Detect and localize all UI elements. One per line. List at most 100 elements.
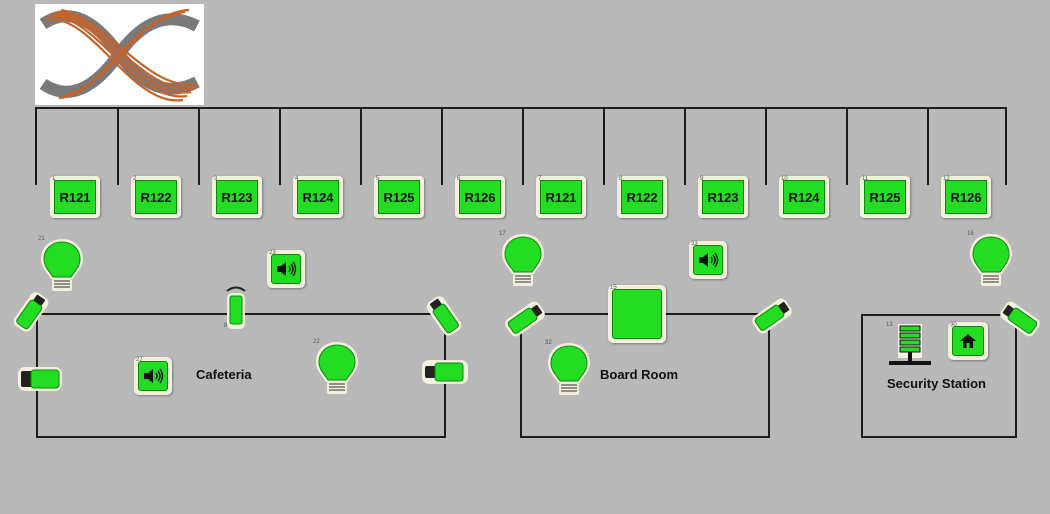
- light-bulb-icon: [502, 234, 544, 286]
- speaker-icon: [693, 245, 723, 275]
- device-index: 22: [313, 339, 320, 345]
- room-cell: [522, 107, 605, 185]
- room-index: 9: [700, 176, 704, 182]
- device-index: 15: [610, 285, 617, 291]
- home-button[interactable]: 30: [948, 322, 988, 360]
- ptz-camera-icon: [226, 286, 246, 329]
- board-room-wall-right: [768, 313, 770, 438]
- room-label: R125: [864, 180, 906, 214]
- room-index: 12: [943, 176, 950, 182]
- room-label: R122: [621, 180, 663, 214]
- camera-security[interactable]: [997, 296, 1043, 347]
- room-cell: [684, 107, 767, 185]
- camera-left-bottom[interactable]: [17, 365, 63, 398]
- device-index: 16: [967, 231, 974, 237]
- room-cell: [765, 107, 848, 185]
- server-icon: [889, 324, 931, 365]
- device-index: 33: [691, 241, 698, 247]
- camera-icon: [752, 298, 792, 334]
- device-index: 13: [886, 322, 893, 328]
- camera-ptz-8[interactable]: 8: [222, 285, 250, 336]
- camera-left-top[interactable]: [8, 289, 54, 340]
- device-index: 23: [269, 250, 276, 256]
- board-room-wall-left: [520, 313, 522, 438]
- security-wall-top: [861, 314, 1017, 316]
- room-index: 6: [457, 176, 461, 182]
- room-label: R121: [54, 180, 96, 214]
- light-bulb-icon: [970, 234, 1012, 286]
- camera-cafeteria-right-bottom[interactable]: [421, 358, 469, 391]
- device-index: 30: [950, 322, 957, 328]
- camera-icon: [422, 360, 468, 384]
- light-bulb-icon: [41, 239, 83, 291]
- home-icon: [952, 326, 984, 356]
- room-index: 7: [538, 176, 542, 182]
- room-label: R126: [459, 180, 501, 214]
- light-bulb-32[interactable]: 32: [545, 340, 593, 405]
- security-wall-left: [861, 314, 863, 438]
- room-cell: [279, 107, 362, 185]
- room-cell: [927, 107, 1007, 185]
- camera-board-left[interactable]: [502, 296, 548, 347]
- room-cell: [846, 107, 929, 185]
- room-label: R123: [216, 180, 258, 214]
- room-cell: [441, 107, 524, 185]
- camera-icon: [426, 296, 462, 336]
- room-label: R123: [702, 180, 744, 214]
- device-index: 8: [224, 323, 228, 329]
- server-rack[interactable]: 13: [886, 322, 934, 373]
- camera-icon: [1000, 301, 1040, 337]
- room-label: R124: [783, 180, 825, 214]
- area-label-board-room: Board Room: [600, 367, 678, 382]
- room-label: R126: [945, 180, 987, 214]
- camera-cafeteria-right-top[interactable]: [421, 293, 467, 344]
- room-label: R121: [540, 180, 582, 214]
- board-room-wall-bottom: [520, 436, 770, 438]
- room-index: 8: [619, 176, 623, 182]
- light-bulb-21[interactable]: 21: [38, 236, 86, 301]
- display-icon: [612, 289, 662, 339]
- light-bulb-16[interactable]: 16: [967, 231, 1015, 296]
- room-index: 1: [52, 176, 56, 182]
- speaker-icon: [271, 254, 301, 284]
- speaker-27[interactable]: 27: [134, 357, 172, 395]
- light-bulb-17[interactable]: 17: [499, 231, 547, 296]
- speaker-icon: [138, 361, 168, 391]
- room-index: 5: [376, 176, 380, 182]
- room-index: 11: [862, 176, 869, 182]
- room-label: R122: [135, 180, 177, 214]
- room-label: R125: [378, 180, 420, 214]
- room-index: 2: [133, 176, 137, 182]
- room-label: R124: [297, 180, 339, 214]
- area-label-security-station: Security Station: [887, 376, 986, 391]
- area-label-cafeteria: Cafeteria: [196, 367, 252, 382]
- light-bulb-22[interactable]: 22: [313, 339, 361, 404]
- room-cell: [35, 107, 119, 185]
- light-bulb-icon: [316, 342, 358, 394]
- security-wall-bottom: [861, 436, 1017, 438]
- camera-icon: [13, 292, 49, 332]
- board-room-display[interactable]: 15: [608, 285, 666, 343]
- device-index: 17: [499, 231, 506, 237]
- light-bulb-icon: [548, 343, 590, 395]
- room-index: 3: [214, 176, 218, 182]
- camera-icon: [505, 301, 545, 337]
- security-wall-right: [1015, 314, 1017, 438]
- speaker-33[interactable]: 33: [689, 241, 727, 279]
- camera-icon: [18, 367, 62, 391]
- camera-board-right[interactable]: [749, 293, 795, 344]
- speaker-23[interactable]: 23: [267, 250, 305, 288]
- room-cell: [117, 107, 200, 185]
